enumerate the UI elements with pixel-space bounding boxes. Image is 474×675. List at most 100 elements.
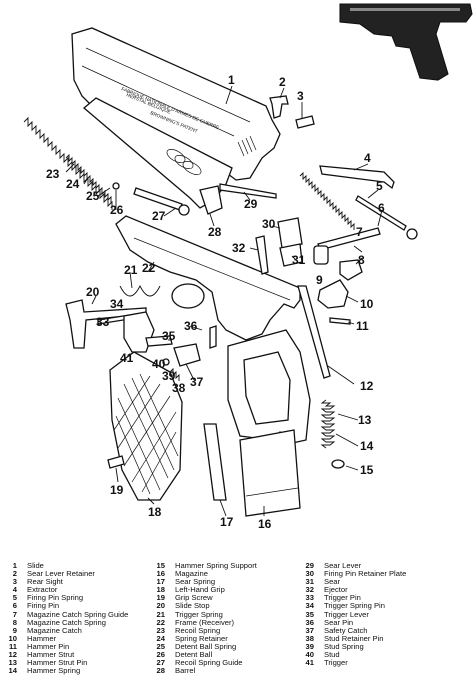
legend-item-name: Hammer Pin — [27, 641, 70, 651]
part-sear — [279, 243, 303, 267]
part-trigger-lever — [145, 335, 173, 347]
legend-item-name: Magazine Catch Spring Guide — [27, 609, 129, 619]
legend-item-number: 26 — [156, 650, 165, 660]
legend-item-name: Trigger Lever — [324, 609, 369, 619]
legend-item-number: 18 — [156, 585, 165, 595]
legend-item-number: 25 — [156, 641, 165, 651]
legend-item: 14 Hammer Spring — [4, 667, 128, 675]
legend-item-name: Hammer Spring — [27, 666, 81, 675]
callout-27: 27 — [152, 209, 166, 223]
legend-item-number: 10 — [8, 633, 17, 643]
part-grip-frame — [227, 329, 311, 445]
legend-item-number: 3 — [12, 577, 17, 587]
part-magazine-catch-spring — [313, 245, 329, 265]
part-firing-pin-spring — [299, 171, 355, 230]
callout-11: 11 — [356, 319, 369, 333]
legend-item-name: Magazine Catch Spring — [27, 617, 106, 627]
callout-10: 10 — [360, 297, 374, 311]
legend-item: 39 Stud Spring — [301, 641, 406, 651]
part-ejector — [255, 235, 269, 275]
callout-7: 7 — [356, 225, 363, 239]
legend-item-name: Trigger Spring Pin — [324, 601, 385, 611]
callout-20: 20 — [86, 285, 100, 299]
legend-item: 26 Detent Ball — [152, 650, 257, 660]
part-left-hand-grip — [109, 351, 183, 501]
legend-item-name: Frame (Receiver) — [175, 617, 235, 627]
callout-37: 37 — [190, 375, 204, 389]
callout-38: 38 — [172, 381, 186, 395]
legend-item-number: 37 — [305, 625, 314, 635]
legend-item-name: Sear — [324, 577, 341, 587]
legend-item-name: Trigger Spring — [175, 609, 223, 619]
part-sear-lever — [219, 183, 277, 199]
legend-item-number: 30 — [305, 569, 314, 579]
callout-9: 9 — [316, 273, 323, 287]
legend-item-name: Recoil Spring Guide — [175, 658, 243, 668]
legend-item-name: Sear Lever Retainer — [27, 569, 95, 579]
legend-item-number: 15 — [156, 561, 165, 570]
callout-22: 22 — [142, 261, 156, 275]
callout-14: 14 — [360, 439, 374, 453]
callout-8: 8 — [358, 253, 365, 267]
legend-item-name: Detent Ball — [175, 650, 213, 660]
callout-17: 17 — [220, 515, 234, 529]
part-hammer-pin — [329, 317, 351, 325]
legend-item-name: Recoil Spring — [175, 625, 221, 635]
callout-30: 30 — [262, 217, 276, 231]
callout-5: 5 — [376, 179, 383, 193]
legend-item-name: Sear Spring — [175, 577, 216, 587]
part-firing-pin-tip — [406, 228, 418, 240]
callout-34: 34 — [110, 297, 124, 311]
legend-item: 8 Magazine Catch Spring — [4, 617, 128, 627]
part-extractor — [319, 165, 395, 190]
legend-item-name: Trigger Pin — [324, 593, 361, 603]
legend-item-name: Stud — [324, 650, 340, 660]
callout-31: 31 — [292, 253, 306, 267]
callout-26: 26 — [110, 203, 124, 217]
legend-item-name: Left-Hand Grip — [175, 585, 225, 595]
legend-item: 18 Left-Hand Grip — [152, 586, 257, 594]
legend-item-number: 14 — [8, 666, 17, 675]
legend-item-number: 4 — [12, 585, 17, 595]
callout-13: 13 — [358, 413, 372, 427]
pistol-silhouette-icon — [339, 3, 473, 81]
callout-25: 25 — [86, 189, 100, 203]
part-safety-catch — [173, 343, 201, 367]
part-barrel — [82, 97, 233, 215]
legend-item-name: Stud Spring — [324, 641, 364, 651]
part-stud-spring — [169, 367, 180, 381]
legend-item-name: Hammer Strut — [27, 650, 75, 660]
legend-item-number: 39 — [305, 641, 314, 651]
legend-item-number: 8 — [12, 617, 17, 627]
legend-item-number: 9 — [12, 625, 17, 635]
legend-item-number: 19 — [156, 593, 165, 603]
callout-39: 39 — [162, 369, 176, 383]
callout-40: 40 — [152, 357, 166, 371]
part-magazine-catch — [339, 259, 363, 281]
legend-item-number: 27 — [156, 658, 165, 668]
exploded-parts-diagram: FABRIQUE NATIONALE D'ARMES DE GUERRE HER… — [23, 3, 473, 531]
legend-item-number: 31 — [305, 577, 314, 587]
part-stud — [162, 358, 170, 366]
callout-35: 35 — [162, 329, 176, 343]
callout-23: 23 — [46, 167, 60, 181]
